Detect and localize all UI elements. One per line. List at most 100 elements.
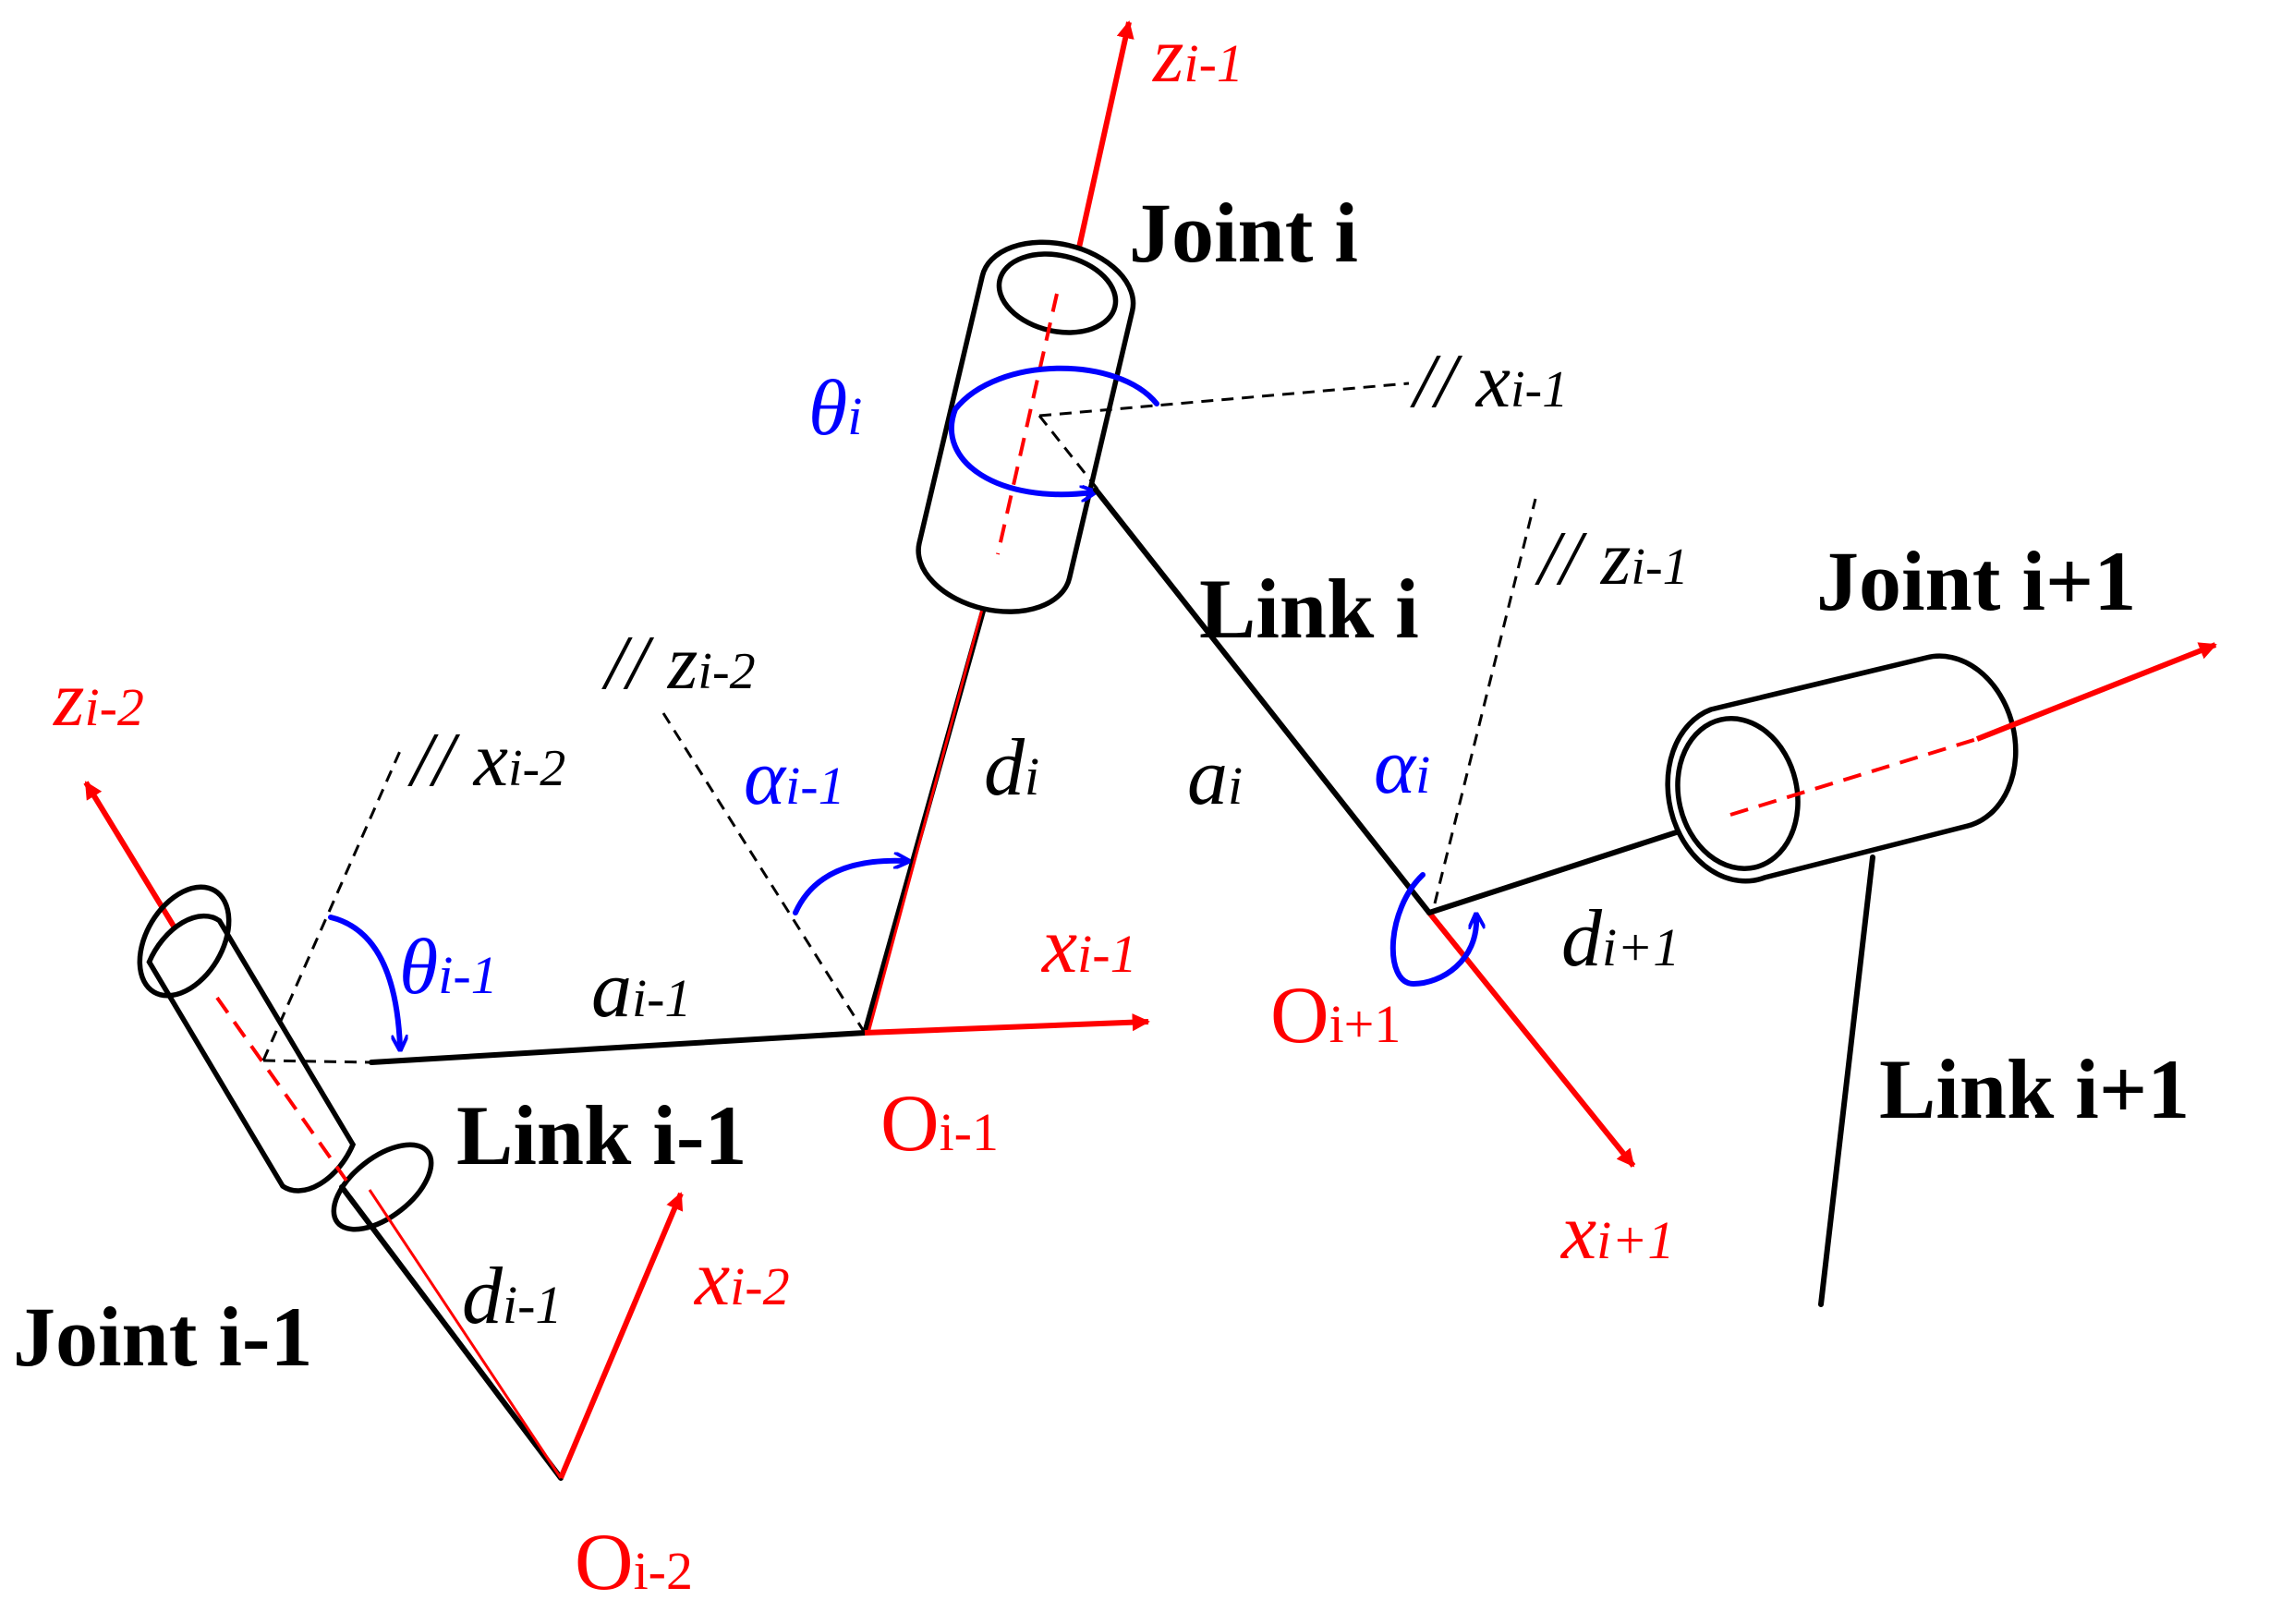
z-i-minus-2-axis-hidden xyxy=(215,996,348,1182)
axis-z-i-minus-1-label: zi-1 xyxy=(1152,10,1244,99)
parallel-x-i-minus-1-sub: i-1 xyxy=(1511,361,1568,418)
param-a-i-minus-1-sub: i-1 xyxy=(632,968,691,1028)
param-d-i-minus-1-sub: i-1 xyxy=(503,1275,562,1335)
axis-x-i-minus-1-label: xi-1 xyxy=(1040,901,1137,989)
z-i-minus-2-axis-lower xyxy=(368,1189,563,1479)
axis-z-i-minus-1-base: z xyxy=(1152,10,1183,99)
theta-i-arc xyxy=(948,365,1159,494)
origin-O-i-minus-2-sub: i-2 xyxy=(634,1541,693,1601)
param-d-i-minus-1-base: d xyxy=(462,1252,504,1341)
axis-z-i-minus-2-label: zi-2 xyxy=(53,654,144,743)
joint-i-plus-1-cylinder xyxy=(1665,642,2217,884)
angle-alpha-i-minus-1-sub: i-1 xyxy=(785,756,844,816)
parallel-x-i-minus-2-label: // xi-2 xyxy=(407,717,565,803)
angle-alpha-i-sub: i xyxy=(1415,745,1430,805)
parallel-x-i-minus-1-prefix: // xyxy=(1410,338,1476,424)
joint-i-minus-1-normal-dashed xyxy=(262,1059,372,1064)
alpha-i-arc xyxy=(1389,872,1476,988)
axis-z-i-minus-2-sub: i-2 xyxy=(84,677,143,737)
angle-theta-i-minus-1-sub: i-1 xyxy=(438,945,497,1005)
parallel-x-i-minus-2-prefix: // xyxy=(407,717,474,803)
parallel-z-i-minus-1-sub: i-1 xyxy=(1631,539,1688,596)
angle-theta-i-minus-1-base: θ xyxy=(399,922,438,1011)
joint-i-minus-1-label: Joint i-1 xyxy=(13,1290,313,1384)
parallel-x-i-minus-2-line xyxy=(261,750,402,1061)
angle-alpha-i-base: α xyxy=(1374,721,1417,810)
parallel-z-i-minus-1-line xyxy=(1433,498,1537,904)
origin-O-i-plus-1-sub: i+1 xyxy=(1329,994,1401,1054)
origin-O-i-minus-2-label: Oi-2 xyxy=(575,1518,693,1607)
param-d-i-label: di xyxy=(984,723,1039,813)
joint-i-cylinder xyxy=(916,20,1136,614)
origin-O-i-minus-1-label: Oi-1 xyxy=(880,1079,999,1169)
parallel-z-i-minus-2-line xyxy=(661,712,867,1034)
parallel-z-i-minus-2-sub: i-2 xyxy=(698,643,755,700)
z-i-minus-1-axis-hidden xyxy=(996,293,1059,555)
parallel-x-i-minus-1-base: x xyxy=(1474,338,1511,424)
axis-x-i-minus-2-sub: i-2 xyxy=(730,1256,789,1316)
param-d-i-sub: i xyxy=(1025,746,1039,806)
angle-theta-i-base: θ xyxy=(808,363,847,452)
param-a-i-minus-1-base: a xyxy=(591,945,632,1035)
origin-O-i-minus-2-base: O xyxy=(575,1518,634,1607)
joint-i-plus-1-end-face xyxy=(1675,716,1801,871)
angle-theta-i-sub: i xyxy=(847,386,862,446)
joint-i-plus-1-body xyxy=(1665,653,2019,884)
parallel-x-i-minus-2-base: x xyxy=(472,717,508,803)
x-i-minus-2-axis-arrow xyxy=(558,1192,684,1480)
d-i-minus-1-segment xyxy=(339,1184,564,1481)
param-d-i-minus-1-label: di-1 xyxy=(462,1252,562,1341)
param-a-i-sub: i xyxy=(1228,756,1243,816)
axis-x-i-minus-1-sub: i-1 xyxy=(1077,924,1136,984)
angle-alpha-i-label: αi xyxy=(1374,721,1430,810)
theta-i-minus-1-arc xyxy=(328,915,400,1047)
origin-O-i-minus-1-base: O xyxy=(880,1079,940,1169)
parallel-z-i-minus-2-base: z xyxy=(667,620,698,706)
parallel-x-i-minus-1-label: // xi-1 xyxy=(1410,338,1568,424)
joint-i-normal-dashed xyxy=(1037,415,1101,492)
angle-theta-i-label: θi xyxy=(808,363,862,452)
joint-i-label: Joint i xyxy=(1129,186,1358,280)
joint-i-plus-1-label: Joint i+1 xyxy=(1816,534,2136,628)
x-i-minus-1-axis-arrow xyxy=(864,1013,1150,1036)
joint-i-body xyxy=(916,239,1136,614)
angle-alpha-i-minus-1-label: αi-1 xyxy=(744,733,845,821)
axis-z-i-minus-2-base: z xyxy=(53,654,84,743)
origin-O-i-minus-1-sub: i-1 xyxy=(940,1102,999,1162)
origin-O-i-plus-1-label: Oi+1 xyxy=(1270,971,1401,1060)
link-i-segment xyxy=(1093,487,1432,915)
z-i-minus-1-axis-lower xyxy=(867,553,999,1034)
joint-i-minus-1-bottom-ring xyxy=(331,1142,434,1232)
joint-i-minus-1-cylinder xyxy=(83,781,434,1232)
z-i-minus-1-axis-arrow xyxy=(1071,20,1134,273)
param-a-i-base: a xyxy=(1187,733,1228,822)
parallel-x-i-minus-1-line xyxy=(1038,382,1410,418)
param-d-i-plus-1-sub: i+1 xyxy=(1602,917,1680,977)
axis-x-i-minus-2-label: xi-2 xyxy=(693,1233,790,1322)
alpha-i-minus-1-arc xyxy=(793,861,905,915)
link-i-label: Link i xyxy=(1199,562,1419,656)
z-i-axis-hidden xyxy=(1729,737,1978,817)
link-i-plus-1-label: Link i+1 xyxy=(1879,1042,2190,1136)
origin-O-i-plus-1-base: O xyxy=(1270,971,1329,1060)
param-a-i-label: ai xyxy=(1187,733,1243,822)
z-i-axis-arrow xyxy=(1975,642,2217,742)
axis-z-i-minus-1-sub: i-1 xyxy=(1183,33,1243,93)
parallel-x-i-minus-2-sub: i-2 xyxy=(508,740,565,797)
axis-x-i-plus-1-label: xi+1 xyxy=(1559,1187,1674,1276)
joint-i-minus-1-top-face xyxy=(137,884,232,999)
param-a-i-minus-1-label: ai-1 xyxy=(591,945,691,1035)
parallel-z-i-minus-1-label: // zi-1 xyxy=(1535,515,1689,601)
link-i-minus-1-label: Link i-1 xyxy=(456,1088,746,1182)
axis-x-i-minus-1-base: x xyxy=(1040,901,1077,989)
link-i-plus-1-segment xyxy=(1818,854,1875,1307)
angle-theta-i-minus-1-label: θi-1 xyxy=(399,922,498,1011)
parallel-z-i-minus-1-base: z xyxy=(1600,515,1632,601)
param-d-i-plus-1-base: d xyxy=(1561,894,1603,984)
axis-x-i-plus-1-sub: i+1 xyxy=(1596,1210,1674,1270)
parallel-z-i-minus-2-prefix: // xyxy=(601,620,668,706)
param-d-i-plus-1-label: di+1 xyxy=(1561,894,1680,984)
parallel-z-i-minus-1-prefix: // xyxy=(1535,515,1601,601)
joint-i-minus-1-body xyxy=(146,913,357,1194)
